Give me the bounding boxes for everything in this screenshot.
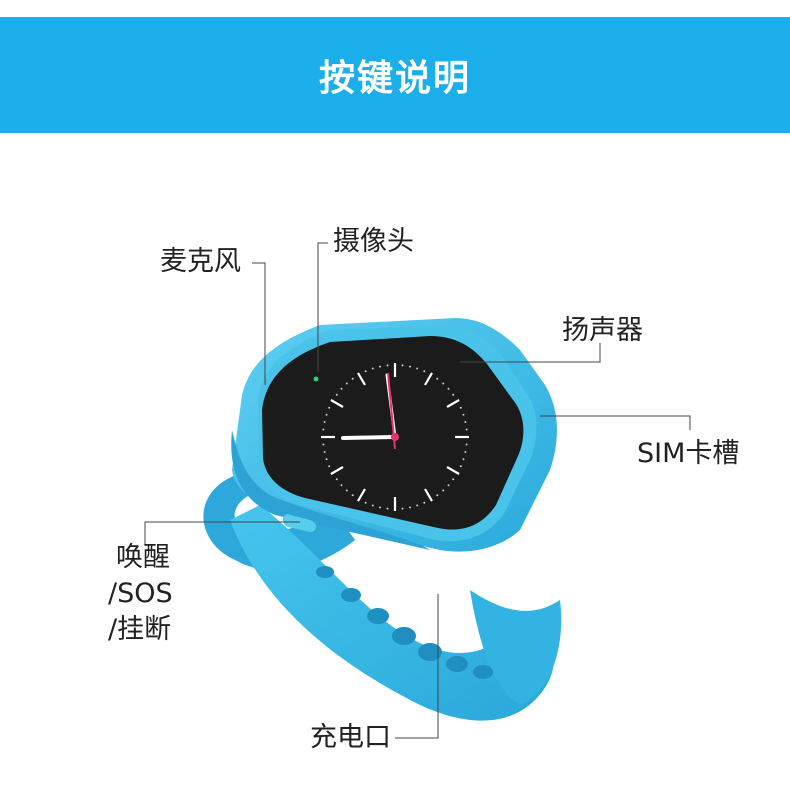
camera-leader	[317, 242, 328, 372]
minute-tick	[323, 421, 326, 423]
strap-hole	[392, 627, 416, 645]
minute-tick	[328, 465, 331, 468]
header-banner: 按键说明	[0, 17, 790, 133]
minute-tick	[371, 504, 374, 507]
strap-hole	[418, 643, 442, 661]
minute-tick	[364, 501, 367, 504]
minute-tick	[351, 377, 354, 380]
minute-tick	[323, 451, 326, 453]
hour-tick	[446, 399, 460, 408]
wake-label-line3: /挂断	[108, 614, 172, 645]
minute-tick	[322, 443, 325, 446]
hour-hand	[341, 435, 397, 440]
minute-tick	[465, 428, 468, 431]
wake-label-line1: 唤醒	[116, 542, 170, 573]
minute-tick	[436, 494, 439, 497]
minute-tick	[436, 377, 439, 380]
minute-tick	[459, 406, 462, 409]
minute-tick	[371, 367, 374, 370]
hand-pivot	[391, 433, 399, 441]
minute-tick	[462, 458, 465, 461]
minute-tick	[351, 494, 354, 497]
hour-tick	[330, 466, 344, 475]
hour-tick	[357, 372, 366, 386]
strap-hole	[446, 656, 468, 672]
strap-hole	[473, 665, 493, 679]
minute-tick	[416, 504, 419, 507]
charging-port-label: 充电口	[310, 722, 391, 753]
minute-tick	[379, 506, 381, 509]
minute-tick	[335, 393, 338, 396]
minute-tick	[464, 451, 467, 453]
wake-sos-label: 唤醒 /SOS /挂断	[108, 540, 173, 648]
charging-leader	[395, 594, 439, 739]
minute-tick	[340, 387, 343, 390]
minute-tick	[423, 501, 426, 504]
minute-tick	[459, 465, 462, 468]
minute-tick	[447, 387, 450, 390]
minute-tick	[462, 413, 465, 416]
minute-tick	[386, 507, 389, 510]
clock-face	[321, 363, 469, 511]
minute-tick	[345, 489, 348, 492]
hour-tick	[424, 372, 433, 386]
minute-tick	[345, 382, 348, 385]
minute-tick	[452, 478, 455, 481]
minute-tick	[409, 506, 411, 509]
sim-slot-label: SIM卡槽	[637, 438, 740, 469]
minute-tick	[401, 507, 404, 510]
speaker-leader	[460, 343, 601, 363]
page-title: 按键说明	[318, 58, 471, 99]
strap-hole	[341, 588, 361, 602]
microphone-leader	[252, 262, 266, 385]
wake-label-line2: /SOS	[108, 578, 173, 609]
hour-tick	[424, 488, 433, 502]
minute-tick	[416, 367, 419, 370]
sim-leader	[540, 415, 691, 430]
hour-tick	[446, 466, 460, 475]
minute-tick	[423, 370, 426, 373]
microphone-label: 麦克风	[160, 246, 241, 277]
minute-tick	[335, 478, 338, 481]
camera-label: 摄像头	[333, 226, 414, 257]
minute-tick	[328, 406, 331, 409]
minute-tick	[465, 443, 468, 446]
minute-tick	[325, 458, 328, 461]
strap-hole	[316, 566, 334, 578]
minute-tick	[442, 382, 445, 385]
minute-tick	[442, 489, 445, 492]
minute-tick	[452, 393, 455, 396]
camera-dot	[313, 376, 319, 382]
minute-tick	[401, 364, 404, 367]
minute-tick	[322, 428, 325, 431]
minute-tick	[364, 370, 367, 373]
minute-tick	[325, 413, 328, 416]
minute-tick	[386, 364, 389, 367]
minute-tick	[340, 484, 343, 487]
wake-leader	[144, 521, 300, 545]
side-button	[282, 514, 316, 532]
speaker-label: 扬声器	[562, 315, 643, 346]
minute-tick	[464, 421, 467, 423]
strap-hole	[367, 608, 389, 624]
minute-tick	[379, 365, 381, 368]
strap-front	[230, 505, 554, 721]
minute-tick	[409, 365, 411, 368]
hour-tick	[357, 488, 366, 502]
minute-tick	[447, 484, 450, 487]
hour-tick	[330, 399, 344, 408]
